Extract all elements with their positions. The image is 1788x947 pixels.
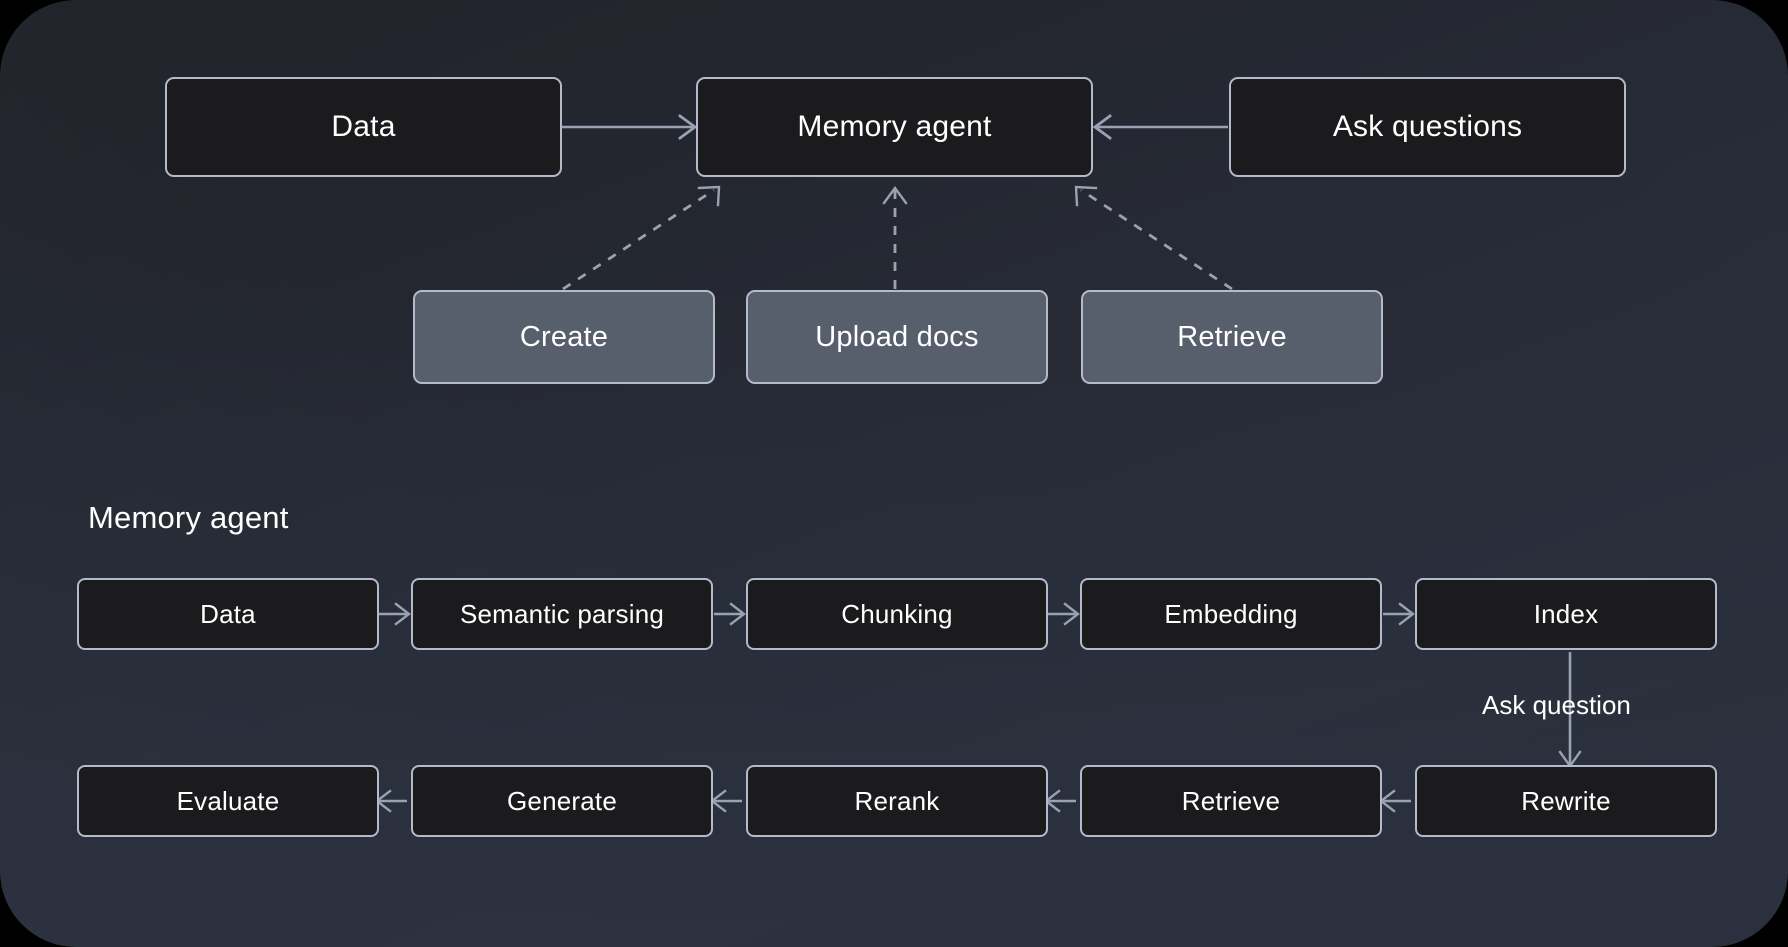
edge-p-rewrite-to-p-retrieve: [1379, 789, 1411, 813]
edge-p-rerank-to-p-generate: [710, 789, 742, 813]
node-label: Chunking: [841, 598, 953, 629]
node-p-semantic-parsing[interactable]: Semantic parsing: [411, 578, 713, 650]
node-label: Data: [200, 598, 256, 629]
node-data[interactable]: Data: [165, 77, 562, 177]
node-label: Embedding: [1164, 598, 1298, 629]
node-retrieve[interactable]: Retrieve: [1081, 290, 1383, 384]
node-p-index[interactable]: Index: [1415, 578, 1717, 650]
node-p-chunking[interactable]: Chunking: [746, 578, 1048, 650]
node-p-generate[interactable]: Generate: [411, 765, 713, 837]
node-label: Index: [1533, 598, 1599, 629]
node-label: Memory agent: [797, 110, 992, 143]
node-p-evaluate[interactable]: Evaluate: [77, 765, 379, 837]
node-upload-docs[interactable]: Upload docs: [746, 290, 1048, 384]
node-label: Generate: [506, 785, 617, 816]
edge-p-retrieve-to-p-rerank: [1044, 789, 1076, 813]
edge-data-to-memory-agent: [562, 114, 698, 140]
node-label: Retrieve: [1181, 785, 1281, 816]
node-ask-questions[interactable]: Ask questions: [1229, 77, 1626, 177]
node-label: Evaluate: [176, 785, 280, 816]
node-label: Ask questions: [1332, 110, 1523, 143]
edge-ask-questions-to-memory-agent: [1092, 114, 1228, 140]
node-label: Retrieve: [1177, 320, 1287, 353]
node-p-retrieve[interactable]: Retrieve: [1080, 765, 1382, 837]
edge-p-embedding-to-p-index: [1383, 602, 1415, 626]
node-p-rewrite[interactable]: Rewrite: [1415, 765, 1717, 837]
node-p-embedding[interactable]: Embedding: [1080, 578, 1382, 650]
edge-p-semantic-to-p-chunking: [714, 602, 746, 626]
edge-upload-docs-to-memory-agent: [882, 185, 908, 289]
edge-retrieve-to-memory-agent: [1074, 185, 1233, 291]
node-p-rerank[interactable]: Rerank: [746, 765, 1048, 837]
edge-p-data-to-p-semantic: [379, 602, 411, 626]
node-create[interactable]: Create: [413, 290, 715, 384]
node-label: Semantic parsing: [459, 598, 665, 629]
node-label: Data: [331, 110, 396, 143]
node-label: Upload docs: [815, 320, 979, 353]
node-label: Rewrite: [1521, 785, 1611, 816]
node-memory-agent[interactable]: Memory agent: [696, 77, 1093, 177]
node-label: Create: [519, 320, 609, 353]
edge-p-generate-to-p-evaluate: [375, 789, 407, 813]
node-p-data[interactable]: Data: [77, 578, 379, 650]
transition-label: Ask question: [1482, 690, 1631, 720]
edge-create-to-memory-agent: [562, 185, 721, 291]
page-title: Memory agent: [88, 500, 289, 535]
edge-p-chunking-to-p-embedding: [1048, 602, 1080, 626]
node-label: Rerank: [854, 785, 940, 816]
